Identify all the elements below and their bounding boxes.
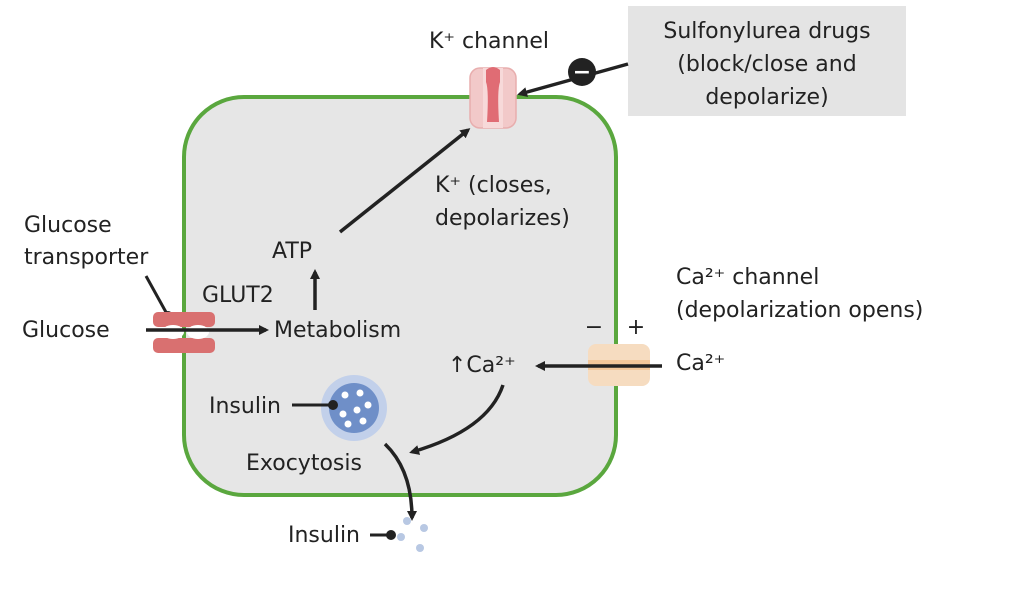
- glucose-label: Glucose: [22, 318, 110, 343]
- k-closes-line-1: K⁺ (closes,: [435, 173, 552, 198]
- released-insulin-dots-icon: [397, 517, 428, 552]
- exocytosis-arrow: [383, 442, 417, 521]
- ca-channel-line-1: Ca²⁺ channel: [676, 265, 819, 290]
- glucose-transporter-pointer: [144, 275, 169, 315]
- inhibit-badge: −: [568, 58, 596, 86]
- insulin-vesicle-label: Insulin: [209, 394, 281, 419]
- glut2-label: GLUT2: [202, 283, 274, 308]
- insulin-vesicle-pointer-dot: [328, 400, 338, 410]
- atp-label: ATP: [272, 239, 312, 264]
- metabolism-label: Metabolism: [274, 318, 401, 343]
- membrane-plus-sign: +: [627, 315, 645, 340]
- k-channel-icon: [469, 67, 517, 129]
- insulin-vesicle-icon: [321, 375, 387, 441]
- ca-to-exocytosis-arrow: [409, 384, 505, 455]
- sulfonylurea-line-2: (block/close and: [677, 52, 856, 77]
- beta-cell: [182, 95, 618, 497]
- exocytosis-label: Exocytosis: [246, 451, 362, 476]
- ca-increase-label: ↑Ca²⁺: [448, 353, 516, 378]
- k-channel-label: K⁺ channel: [429, 29, 549, 54]
- sulfonylurea-line-3: depolarize): [705, 85, 828, 110]
- k-closes-line-2: depolarizes): [435, 206, 570, 231]
- inhibit-symbol: −: [573, 60, 591, 85]
- ca-outside-label: Ca²⁺: [676, 351, 725, 376]
- insulin-released-pointer-dot: [386, 530, 396, 540]
- ca-channel-line-2: (depolarization opens): [676, 298, 923, 323]
- sulfonylurea-line-1: Sulfonylurea drugs: [663, 19, 870, 44]
- membrane-minus-sign: −: [585, 315, 603, 340]
- glucose-transporter-line-1: Glucose: [24, 213, 112, 238]
- atp-to-k-channel-arrow: [338, 128, 471, 234]
- glucose-transporter-line-2: transporter: [24, 245, 149, 270]
- sulfonylurea-note-box: [628, 6, 906, 116]
- insulin-released-label: Insulin: [288, 523, 360, 548]
